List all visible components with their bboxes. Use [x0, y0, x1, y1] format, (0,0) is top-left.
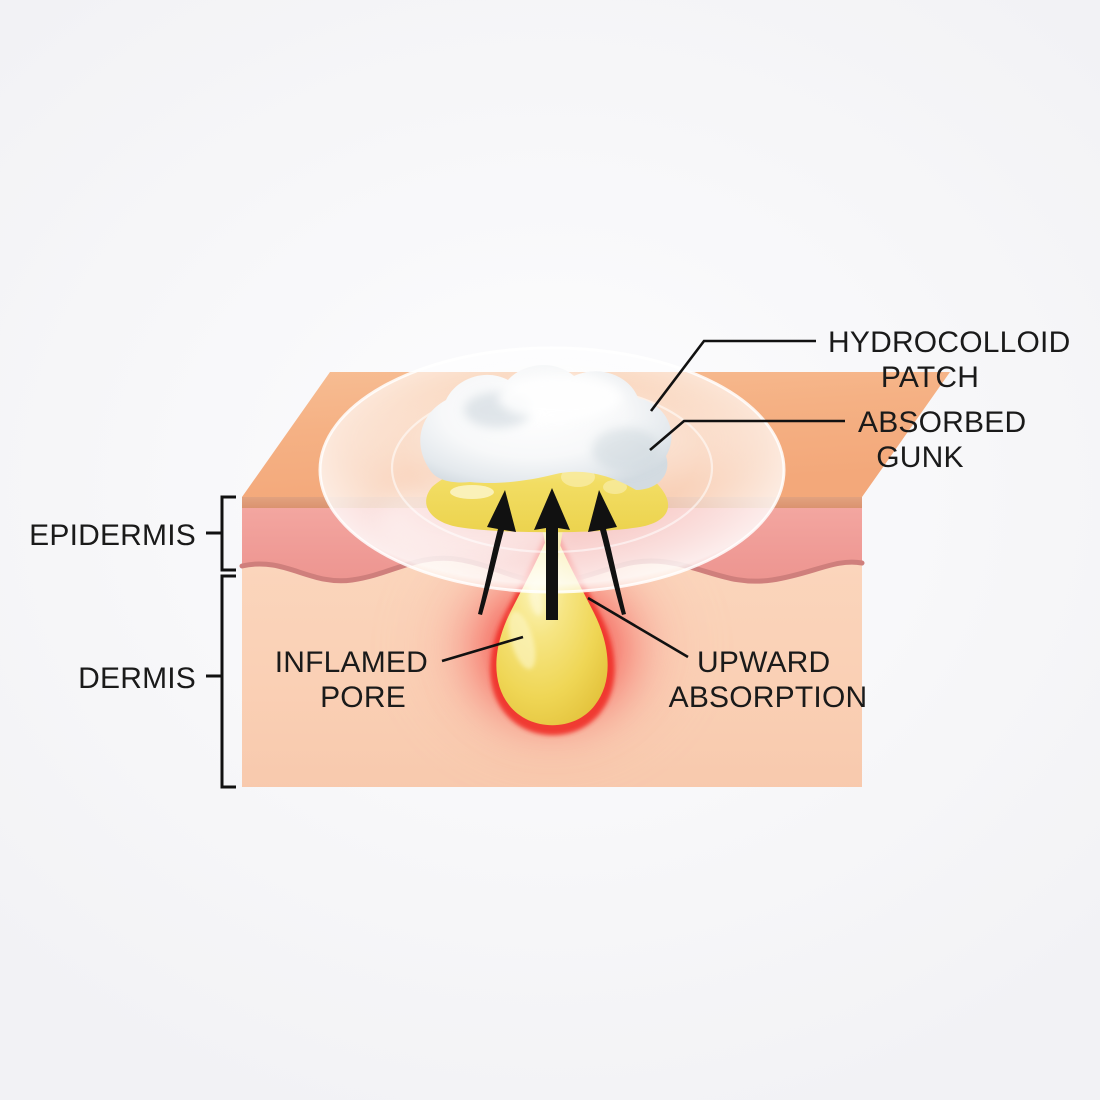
leader-upward-absorption: [587, 596, 689, 659]
label-upward-absorption-line2: ABSORPTION: [669, 681, 868, 714]
leader-absorbed-gunk: [649, 419, 845, 451]
gunk-bump-c: [603, 480, 627, 494]
label-inflamed-pore-line2: PORE: [320, 681, 406, 714]
label-upward-absorption-line1: UPWARD: [697, 646, 830, 679]
layer-brackets: [206, 495, 236, 789]
label-inflamed-pore-line1: INFLAMED: [275, 646, 428, 679]
label-epidermis: EPIDERMIS: [29, 519, 196, 552]
absorption-arrow-center: [534, 488, 570, 620]
leader-inflamed-pore: [441, 635, 524, 663]
absorbed-gunk: [420, 365, 672, 533]
absorption-arrow-right: [588, 490, 626, 615]
label-absorbed-gunk-line2: GUNK: [876, 441, 963, 474]
pore-sebum-body: [496, 527, 608, 726]
label-hydrocolloid-patch-line2: PATCH: [881, 361, 979, 394]
gunk-foam-shade-right: [592, 428, 660, 472]
text-labels: HYDROCOLLOID PATCH ABSORBED GUNK EPIDERM…: [29, 326, 1070, 714]
leader-lines: [441, 339, 845, 663]
dermis-bracket: [220, 574, 236, 789]
label-hydrocolloid-patch-line1: HYDROCOLLOID: [828, 326, 1070, 359]
pore-highlight: [508, 611, 536, 669]
upward-absorption-arrows: [478, 488, 626, 620]
epidermis-bracket: [220, 495, 236, 572]
gunk-highlight-left: [450, 485, 494, 499]
label-dermis: DERMIS: [78, 662, 196, 695]
absorption-arrow-left: [478, 490, 516, 615]
label-absorbed-gunk-line1: ABSORBED: [858, 406, 1026, 439]
gunk-foam-highlight: [498, 376, 622, 420]
leader-hydrocolloid-patch: [649, 339, 816, 412]
